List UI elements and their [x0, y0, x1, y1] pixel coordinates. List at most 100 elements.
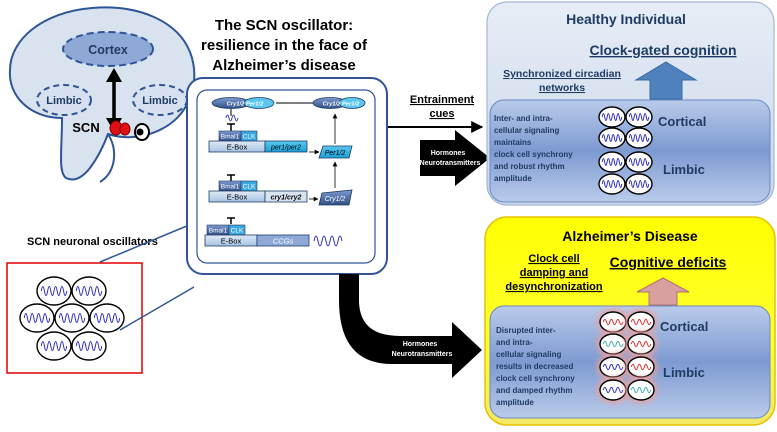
limbic-region-left	[36, 84, 92, 116]
ad-title: Alzheimer’s Disease	[562, 228, 698, 244]
sync-label-line-1: Synchronized circadian	[503, 68, 621, 80]
upper-arrow-label-line-2: Neurotransmitters	[420, 160, 481, 167]
ccgs-output-wave-icon	[313, 235, 343, 247]
cognitive-deficits-label: Cognitive deficits	[610, 254, 727, 270]
entrainment-label-line-2: cues	[429, 108, 454, 120]
healthy-desc-line-3: maintains	[494, 138, 532, 147]
oscillation-wave-icon	[628, 134, 650, 142]
oscillation-wave-icon	[40, 341, 68, 351]
lower-hormone-arrow	[339, 274, 482, 378]
healthy-inner-panel	[489, 99, 771, 203]
bmal1-label-2: Bmal1	[221, 184, 240, 191]
oscillation-wave-icon	[75, 341, 103, 351]
cry-protein-shape	[318, 189, 353, 206]
zoom-line-top	[99, 222, 195, 263]
healthy-title: Healthy Individual	[566, 11, 686, 27]
oscillation-wave-icon	[628, 180, 650, 188]
oscillation-wave-icon	[601, 134, 623, 142]
limbic-label-right: Limbic	[142, 95, 177, 107]
per-protein-shape	[318, 145, 353, 159]
oscillator-cell	[625, 151, 653, 173]
healthy-desc-line-1: Inter- and intra-	[494, 114, 553, 123]
cry-per-left-text: Cry1/2 Per1/2	[227, 102, 265, 108]
healthy-limbic-label: Limbic	[663, 162, 705, 177]
oscillator-cell	[597, 377, 629, 403]
ad-desc-line-3: cellular signaling	[496, 350, 561, 359]
ccgs-label: CCGs	[273, 237, 294, 246]
healthy-desc-line-2: cellular signaling	[494, 126, 559, 135]
neuronal-oscillators-label: SCN neuronal oscillators	[27, 236, 158, 248]
oscillator-cell	[71, 331, 107, 361]
healthy-oscillator-grid	[598, 106, 653, 195]
oscillation-wave-icon	[628, 113, 650, 121]
ad-desc-line-2: and intra-	[496, 338, 533, 347]
oscillator-cell	[36, 331, 72, 361]
lower-arrow-label-line-1: Hormones	[403, 341, 438, 348]
oscillator-cell	[36, 276, 72, 306]
oscillation-wave-icon	[601, 113, 623, 121]
damping-label-line-3: desynchronization	[505, 281, 602, 293]
ad-cortical-label: Cortical	[660, 319, 708, 334]
oscillator-cell	[71, 276, 107, 306]
cry-per-complex-left: Cry1/2 Per1/2	[211, 97, 275, 109]
bmal1-label-3: Bmal1	[209, 228, 228, 235]
clock-gated-cognition-label: Clock-gated cognition	[590, 42, 737, 58]
damping-label-line-1: Clock cell	[528, 253, 579, 265]
oscillation-wave-icon	[23, 313, 51, 323]
cry-per-complex-right: Cry1/2 Per1/2	[312, 97, 366, 109]
bmal1-label-1: Bmal1	[221, 134, 240, 141]
oscillation-wave-icon	[58, 313, 86, 323]
oscillation-wave-icon	[630, 318, 652, 326]
center-title-line-3: Alzheimer’s disease	[212, 57, 355, 74]
brain-illustration: Cortex Limbic Limbic SCN	[8, 6, 196, 183]
clk-label-2: CLK	[243, 184, 256, 191]
cortex-label: Cortex	[88, 43, 128, 57]
upper-arrow-label-line-1: Hormones	[431, 150, 466, 157]
sync-label-line-2: networks	[539, 82, 585, 94]
healthy-desc-line-6: amplitude	[494, 174, 532, 183]
upper-hormone-arrow	[420, 130, 490, 186]
clk-label-1: CLK	[243, 134, 256, 141]
oscillator-cell	[625, 173, 653, 195]
center-title-line-2: resilience in the face of	[201, 37, 368, 54]
healthy-cortical-label: Cortical	[658, 114, 706, 129]
ad-desc-line-4: results in decreased	[496, 362, 573, 371]
clk-label-3: CLK	[231, 228, 244, 235]
ccgs-box	[256, 234, 310, 247]
healthy-desc-line-5: and robust rhythm	[494, 162, 565, 171]
small-wave-icon	[225, 114, 239, 122]
cry-gene-label: cry1/cry2	[271, 195, 302, 202]
oscillation-wave-icon	[602, 386, 624, 394]
per-protein-label: Per1/2	[325, 150, 346, 157]
oscillator-cell	[625, 331, 657, 357]
oscillation-wave-icon	[628, 158, 650, 166]
oscillation-wave-icon	[601, 180, 623, 188]
cry-gene-box	[264, 190, 308, 203]
oscillator-cell	[54, 303, 90, 333]
oscillator-cell	[625, 309, 657, 335]
ad-description: Disrupted inter- and intra- cellular sig…	[496, 326, 575, 407]
oscillator-cell	[598, 173, 626, 195]
ad-up-arrow	[636, 277, 690, 306]
oscillator-cell	[625, 106, 653, 128]
eye-pupil-icon	[136, 128, 144, 136]
scn-label: SCN	[72, 120, 99, 135]
oscillation-wave-icon	[40, 286, 68, 296]
ebox-label-2: E-Box	[227, 193, 248, 202]
lower-arrow-label-line-2: Neurotransmitters	[392, 351, 453, 358]
oscillation-wave-icon	[75, 286, 103, 296]
oscillator-cell	[625, 354, 657, 380]
zoom-line-bottom	[119, 286, 195, 331]
oscillator-cell	[598, 127, 626, 149]
oscillator-cell	[89, 303, 125, 333]
oscillation-wave-icon	[602, 318, 624, 326]
ebox-label-1: E-Box	[227, 143, 248, 152]
oscillator-cluster	[19, 276, 125, 361]
center-title-line-1: The SCN oscillator:	[215, 17, 353, 34]
oscillator-cell	[598, 151, 626, 173]
ebox-label-3: E-Box	[221, 237, 242, 246]
ad-limbic-label: Limbic	[663, 365, 705, 380]
oscillator-cell	[597, 354, 629, 380]
limbic-label-left: Limbic	[46, 95, 81, 107]
cry-protein-label: Cry1/2	[325, 196, 346, 203]
